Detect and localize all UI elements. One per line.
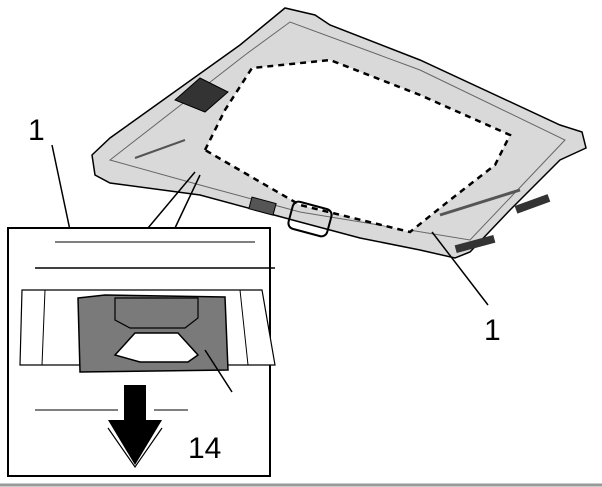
callout-label-1-right: 1: [484, 314, 501, 347]
down-arrow-icon: [107, 385, 163, 469]
light-slot: [248, 196, 277, 216]
detail-inset: [7, 227, 276, 477]
sunroof-opening: [205, 60, 510, 232]
handle-recess: [174, 77, 229, 113]
leader-line-1-right: [431, 231, 489, 306]
callout-label-1-left: 1: [28, 114, 45, 147]
callout-label-14: 14: [188, 432, 221, 465]
grab-handle: [287, 200, 333, 238]
sunroof-clips-dashed: [203, 58, 512, 234]
headliner-panel: [91, 7, 587, 259]
